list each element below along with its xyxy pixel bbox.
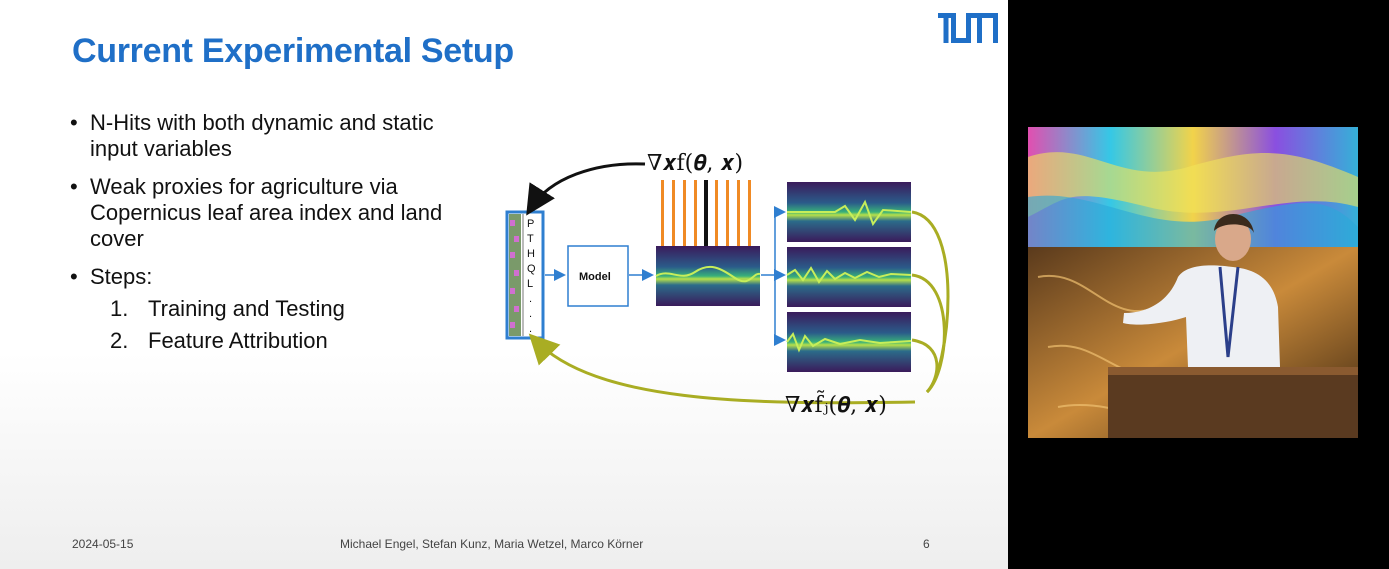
component-heatmap [786,312,912,372]
branch-arrows [761,206,786,346]
gradient-bars [661,180,751,246]
gradient-label-bottom: ∇𝒙f̃ⱼ(𝜽, 𝒙) [785,391,887,418]
steps-label: Steps: [90,264,153,289]
component-gradient-curves [528,210,950,405]
footer-page-number: 6 [923,537,930,551]
input-letter: H [527,248,535,260]
model-label: Model [579,271,611,283]
input-letter: . [529,323,532,335]
model-box: Model [567,245,629,307]
footer-authors: Michael Engel, Stefan Kunz, Maria Wetzel… [340,537,644,551]
input-letter: . [529,308,532,320]
tum-logo [938,13,998,43]
step-label: Training and Testing [148,296,345,321]
input-letter: Q [527,263,536,275]
footer-date: 2024-05-15 [72,537,134,551]
step-number: 1. [110,296,129,321]
bullet-item: Steps: 1. Training and Testing 2. Featur… [70,264,460,354]
step-item: 2. Feature Attribution [90,328,460,354]
gradient-feedback-arrow [526,162,646,216]
bullet-list: N-Hits with both dynamic and static inpu… [70,110,460,366]
input-letter: P [527,218,534,230]
steps-list: 1. Training and Testing 2. Feature Attri… [90,296,460,354]
bullet-item: N-Hits with both dynamic and static inpu… [70,110,460,162]
speaker-video [1028,127,1358,438]
attribution-diagram: P T H Q L . . . Model ∇𝒙f(𝜽, 𝒙) [505,151,950,418]
slide-title: Current Experimental Setup [72,32,514,70]
step-item: 1. Training and Testing [90,296,460,322]
input-feature-stack: P T H Q L . . . [505,210,545,340]
speaker-figure [1123,214,1280,367]
input-letter: T [527,233,534,245]
step-number: 2. [110,328,129,353]
presentation-slide: Current Experimental Setup N-Hits with b… [0,0,1008,569]
bullet-item: Weak proxies for agriculture via Coperni… [70,174,460,252]
step-label: Feature Attribution [148,328,328,353]
output-heatmap [655,246,761,306]
component-heatmap [787,182,912,242]
gradient-label-top: ∇𝒙f(𝜽, 𝒙) [647,151,743,176]
input-letter: . [529,293,532,305]
input-letter: L [527,278,533,290]
component-heatmap [786,247,912,307]
